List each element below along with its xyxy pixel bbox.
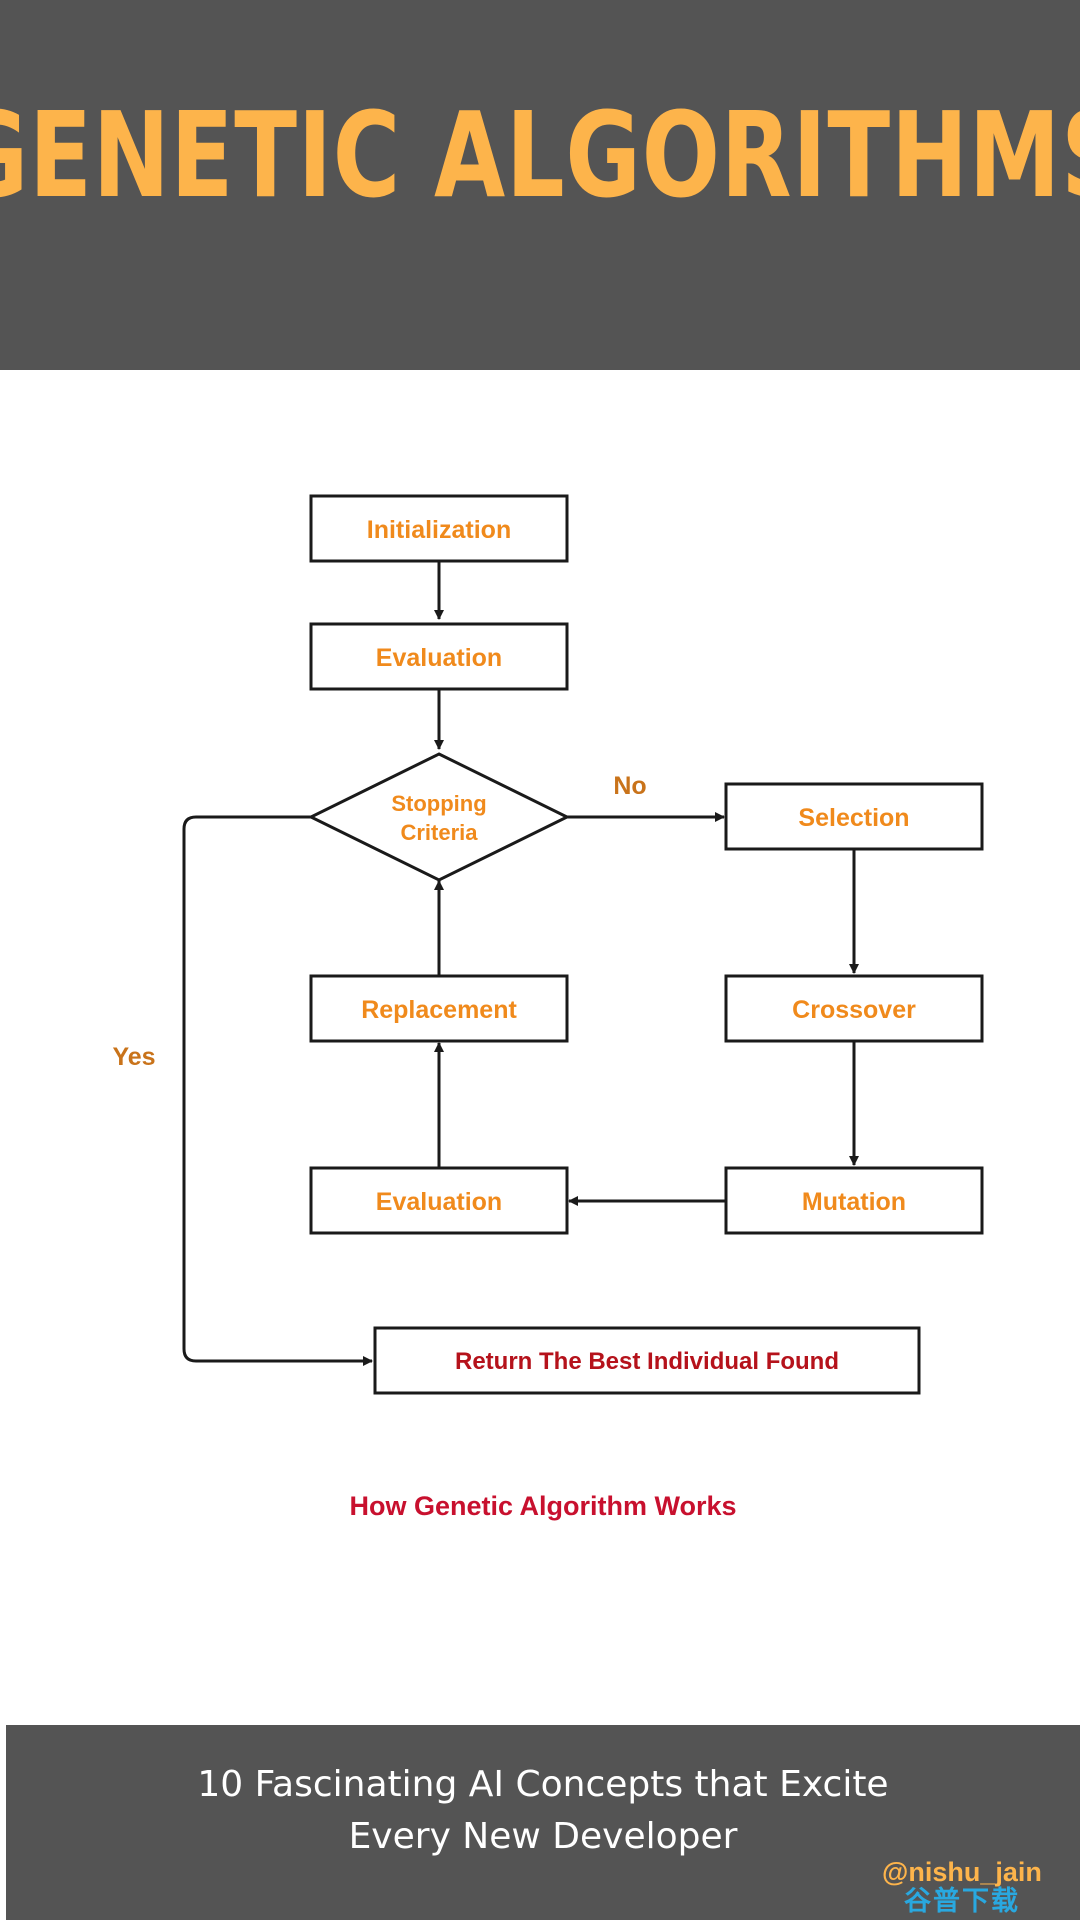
watermark-text: 谷普下载 [904, 1886, 1020, 1917]
edge-label-yes: Yes [112, 1043, 155, 1071]
node-selection-label: Selection [798, 804, 909, 832]
edge-label-no: No [613, 772, 646, 800]
node-initialization-label: Initialization [367, 516, 511, 544]
footer-banner: 10 Fascinating AI Concepts that Excite E… [6, 1725, 1080, 1920]
node-crossover-label: Crossover [792, 996, 916, 1024]
page-title: GENETIC ALGORITHMS [0, 86, 1080, 224]
node-evaluation-bottom-label: Evaluation [376, 1188, 502, 1216]
arrow-stopping-to-return [182, 815, 373, 1366]
node-mutation-label: Mutation [802, 1188, 906, 1216]
node-crossover: Crossover [724, 974, 984, 1043]
node-evaluation-top-label: Evaluation [376, 644, 502, 672]
node-replacement: Replacement [309, 974, 569, 1043]
node-evaluation-bottom: Evaluation [309, 1166, 569, 1235]
author-handle: @nishu_jain [882, 1857, 1042, 1887]
footer-subtitle-line1: 10 Fascinating AI Concepts that Excite [197, 1764, 889, 1805]
node-return-best: Return The Best Individual Found [373, 1326, 921, 1395]
node-selection: Selection [724, 782, 984, 851]
node-replacement-label: Replacement [361, 996, 517, 1024]
stopping-criteria-line1: Stopping [391, 791, 486, 816]
node-return-best-label: Return The Best Individual Found [455, 1348, 839, 1375]
header-banner: GENETIC ALGORITHMS [0, 0, 1080, 370]
stopping-criteria-line2: Criteria [400, 820, 478, 845]
node-evaluation-top: Evaluation [309, 622, 569, 691]
node-initialization: Initialization [309, 494, 569, 563]
diagram-caption: How Genetic Algorithm Works [349, 1491, 736, 1521]
node-stopping-criteria: Stopping Criteria [307, 752, 571, 882]
footer-subtitle-line2: Every New Developer [348, 1816, 738, 1857]
node-mutation: Mutation [724, 1166, 984, 1235]
connectors [182, 561, 859, 1366]
